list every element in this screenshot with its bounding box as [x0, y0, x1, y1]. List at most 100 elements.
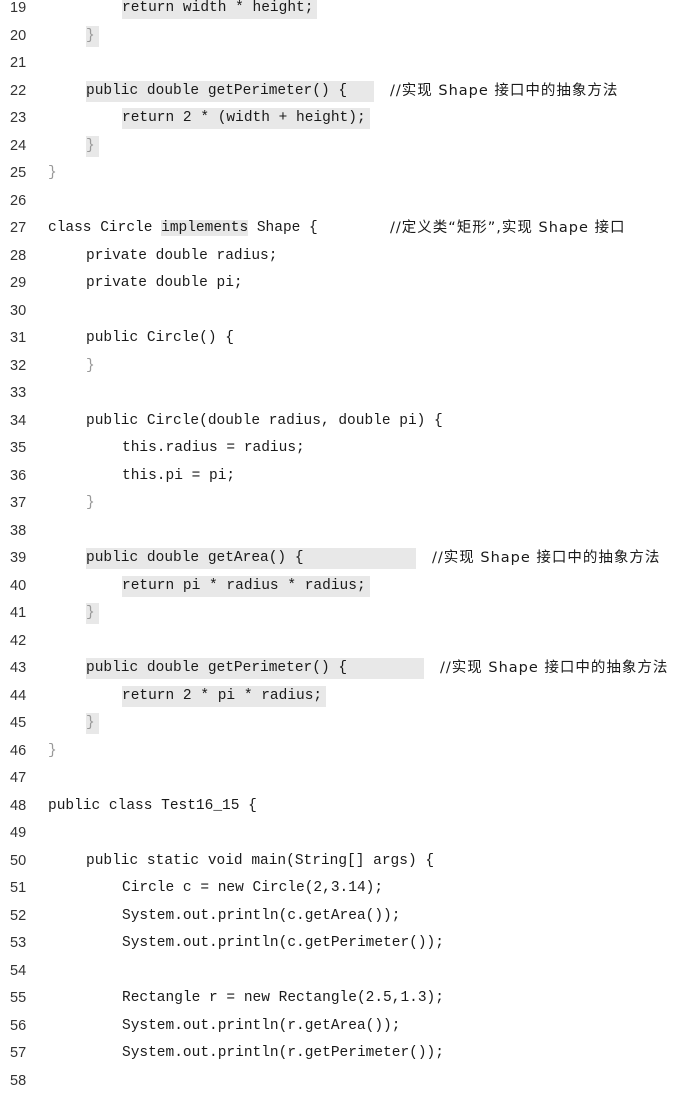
- code-text: }: [86, 356, 95, 377]
- line-number: 41: [10, 600, 38, 628]
- code-text: this.radius = radius;: [122, 438, 305, 459]
- code-line: 49: [0, 820, 698, 848]
- line-number: 21: [10, 50, 38, 78]
- line-number: 47: [10, 765, 38, 793]
- code-comment: //实现 Shape 接口中的抽象方法: [440, 655, 668, 683]
- line-number: 29: [10, 270, 38, 298]
- code-line: 46}: [0, 738, 698, 766]
- code-line: 33: [0, 380, 698, 408]
- code-text: System.out.println(c.getArea());: [122, 906, 400, 927]
- code-text: }: [48, 163, 57, 184]
- code-text: Circle c = new Circle(2,3.14);: [122, 878, 383, 899]
- code-line: 58: [0, 1068, 698, 1095]
- line-number: 49: [10, 820, 38, 848]
- line-number: 20: [10, 23, 38, 51]
- code-text: }: [86, 136, 99, 157]
- code-comment: //实现 Shape 接口中的抽象方法: [432, 545, 660, 573]
- line-number: 55: [10, 985, 38, 1013]
- line-number: 31: [10, 325, 38, 353]
- line-number: 38: [10, 518, 38, 546]
- code-line: 38: [0, 518, 698, 546]
- code-line: 41}: [0, 600, 698, 628]
- line-number: 23: [10, 105, 38, 133]
- code-text: System.out.println(r.getArea());: [122, 1016, 400, 1037]
- line-number: 26: [10, 188, 38, 216]
- code-text: public Circle() {: [86, 328, 234, 349]
- code-text: public double getPerimeter() {: [86, 81, 374, 102]
- code-text: private double pi;: [86, 273, 243, 294]
- code-line: 21: [0, 50, 698, 78]
- line-number: 37: [10, 490, 38, 518]
- code-line: 47: [0, 765, 698, 793]
- line-number: 24: [10, 133, 38, 161]
- code-text: System.out.println(r.getPerimeter());: [122, 1043, 444, 1064]
- code-line: 56 System.out.println(r.getArea());: [0, 1013, 698, 1041]
- code-line: 44 return 2 * pi * radius;: [0, 683, 698, 711]
- code-line: 42: [0, 628, 698, 656]
- code-line: 45}: [0, 710, 698, 738]
- code-text: }: [86, 603, 99, 624]
- line-number: 32: [10, 353, 38, 381]
- code-text: this.pi = pi;: [122, 466, 235, 487]
- line-number: 54: [10, 958, 38, 986]
- code-text: }: [86, 713, 99, 734]
- code-text: public double getPerimeter() {: [86, 658, 424, 679]
- code-segment: Shape {: [248, 220, 318, 236]
- code-line: 24}: [0, 133, 698, 161]
- code-line: 25}: [0, 160, 698, 188]
- code-line: 26: [0, 188, 698, 216]
- code-comment: //实现 Shape 接口中的抽象方法: [390, 78, 618, 106]
- line-number: 48: [10, 793, 38, 821]
- code-line: 20}: [0, 23, 698, 51]
- line-number: 40: [10, 573, 38, 601]
- code-line: 51 Circle c = new Circle(2,3.14);: [0, 875, 698, 903]
- line-number: 56: [10, 1013, 38, 1041]
- line-number: 42: [10, 628, 38, 656]
- code-line: 30: [0, 298, 698, 326]
- code-text: public class Test16_15 {: [48, 796, 257, 817]
- code-text: System.out.println(c.getPerimeter());: [122, 933, 444, 954]
- line-number: 39: [10, 545, 38, 573]
- code-line: 36 this.pi = pi;: [0, 463, 698, 491]
- code-text: public Circle(double radius, double pi) …: [86, 411, 443, 432]
- code-text: }: [48, 741, 57, 762]
- code-line: 54: [0, 958, 698, 986]
- code-text: public double getArea() {: [86, 548, 416, 569]
- line-number: 53: [10, 930, 38, 958]
- code-text: public static void main(String[] args) {: [86, 851, 434, 872]
- code-text: return width * height;: [122, 0, 317, 19]
- line-number: 33: [10, 380, 38, 408]
- line-number: 51: [10, 875, 38, 903]
- code-text: }: [86, 26, 99, 47]
- line-number: 25: [10, 160, 38, 188]
- code-text: Rectangle r = new Rectangle(2.5,1.3);: [122, 988, 444, 1009]
- code-line: 52 System.out.println(c.getArea());: [0, 903, 698, 931]
- code-text: return 2 * (width + height);: [122, 108, 370, 129]
- code-text: return 2 * pi * radius;: [122, 686, 326, 707]
- code-text: private double radius;: [86, 246, 277, 267]
- line-number: 58: [10, 1068, 38, 1095]
- code-line: 23 return 2 * (width + height);: [0, 105, 698, 133]
- line-number: 44: [10, 683, 38, 711]
- line-number: 46: [10, 738, 38, 766]
- line-number: 45: [10, 710, 38, 738]
- code-line: 39 public double getArea() { //实现 Shape 接口…: [0, 545, 698, 573]
- code-segment: class Circle: [48, 220, 161, 236]
- line-number: 36: [10, 463, 38, 491]
- code-text: class Circle implements Shape {: [48, 218, 318, 239]
- line-number: 52: [10, 903, 38, 931]
- code-comment: //定义类“矩形”,实现 Shape 接口: [390, 215, 626, 243]
- line-number: 30: [10, 298, 38, 326]
- code-line: 48 public class Test16_15 {: [0, 793, 698, 821]
